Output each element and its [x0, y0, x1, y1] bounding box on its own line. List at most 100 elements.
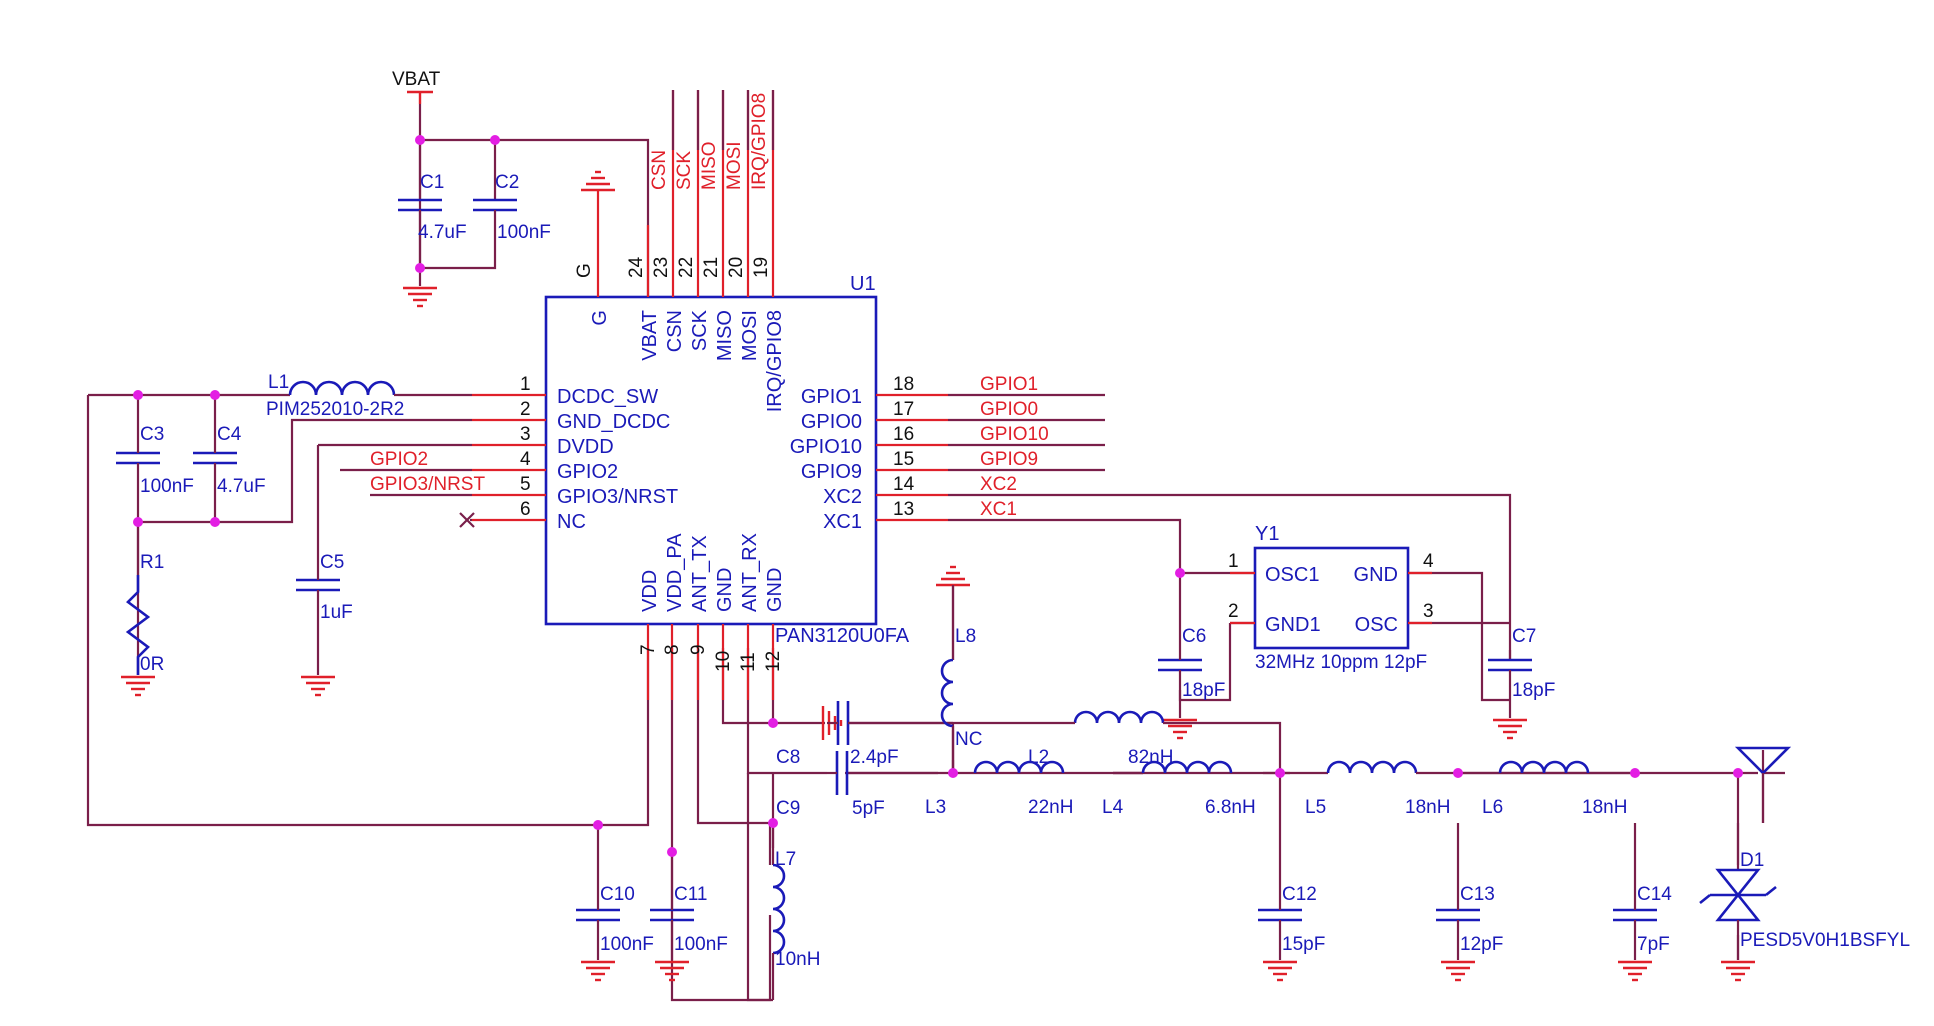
svg-text:100nF: 100nF: [497, 222, 551, 243]
svg-text:GPIO9: GPIO9: [980, 449, 1038, 470]
pin-num: 16: [893, 424, 914, 445]
pin-num: 13: [893, 499, 914, 520]
pin-num: 7: [638, 644, 659, 655]
inductor-l3: L3 22nH: [925, 760, 1073, 818]
ground-symbol: [119, 675, 157, 697]
svg-text:C13: C13: [1460, 884, 1495, 905]
svg-text:18pF: 18pF: [1512, 680, 1555, 701]
inductor-l8: L8 NC: [940, 585, 982, 773]
y1-ref: Y1: [1255, 523, 1279, 545]
pin-num: 15: [893, 449, 914, 470]
capacitor-c12: C12 15pF: [1256, 884, 1325, 955]
u1-part: PAN3120U0FA: [775, 625, 910, 647]
svg-text:XC1: XC1: [980, 499, 1017, 520]
pin-name: GPIO1: [801, 386, 862, 408]
pin-name: VDD_PA: [664, 533, 686, 612]
pin-name: MOSI: [739, 310, 761, 361]
pin-num: 6: [520, 499, 531, 520]
net-label: MISO: [699, 141, 720, 190]
svg-text:C12: C12: [1282, 884, 1317, 905]
svg-text:C10: C10: [600, 884, 635, 905]
net-label: SCK: [674, 151, 695, 190]
pin-name: GND: [764, 568, 786, 612]
capacitor-c7: C7 18pF: [1486, 626, 1555, 701]
pin-num: 23: [651, 257, 672, 278]
ground-symbol: [1719, 960, 1757, 982]
pin-name: DVDD: [557, 436, 614, 458]
svg-text:2.4pF: 2.4pF: [850, 747, 899, 768]
pin-num: 5: [520, 474, 531, 495]
ground-symbol: [579, 170, 617, 192]
pin-num: 12: [763, 651, 784, 672]
svg-text:C14: C14: [1637, 884, 1672, 905]
svg-text:L1: L1: [268, 372, 289, 393]
ground-symbol: [1261, 960, 1299, 982]
capacitor-c11: C11 100nF: [648, 884, 728, 955]
svg-text:C3: C3: [140, 424, 164, 445]
junction-dots: [133, 135, 1743, 857]
capacitor-c2: C2 100nF: [471, 172, 551, 243]
svg-text:R1: R1: [140, 552, 164, 573]
pin-num: 18: [893, 374, 914, 395]
svg-text:6.8nH: 6.8nH: [1205, 797, 1256, 818]
svg-text:L8: L8: [955, 626, 976, 647]
net-label: IRQ/GPIO8: [749, 93, 770, 190]
pin-num: 2: [520, 399, 531, 420]
svg-text:D1: D1: [1740, 850, 1764, 871]
pin-num: 19: [751, 257, 772, 278]
svg-text:100nF: 100nF: [140, 476, 194, 497]
svg-text:18pF: 18pF: [1182, 680, 1225, 701]
pin-name: GPIO2: [557, 461, 618, 483]
vbat-label: VBAT: [392, 69, 441, 90]
ground-symbol: [1439, 960, 1477, 982]
svg-text:L4: L4: [1102, 797, 1124, 818]
svg-text:C2: C2: [495, 172, 519, 193]
pin-num: 1: [520, 374, 531, 395]
vbat-symbol: VBAT: [392, 69, 441, 104]
pin-name: MISO: [714, 310, 736, 361]
svg-text:L3: L3: [925, 797, 946, 818]
inductor-l6: L6 18nH: [1482, 760, 1627, 818]
svg-text:7pF: 7pF: [1637, 934, 1670, 955]
svg-text:L7: L7: [775, 849, 796, 870]
svg-text:L5: L5: [1305, 797, 1326, 818]
pin-num: 20: [726, 257, 747, 278]
pin-name: SCK: [689, 309, 711, 351]
ground-symbol: [1491, 718, 1529, 740]
crystal-y1: Y1 32MHz 10ppm 12pF 1 2 4 3 OSC1 GND1 GN…: [1228, 523, 1434, 673]
u1-ref: U1: [850, 273, 876, 295]
inductor-l5: L5 18nH: [1305, 760, 1545, 818]
svg-text:PESD5V0H1BSFYL: PESD5V0H1BSFYL: [1740, 930, 1910, 951]
svg-text:4.7uF: 4.7uF: [217, 476, 266, 497]
svg-text:3: 3: [1423, 601, 1434, 622]
pin-name: GND: [714, 568, 736, 612]
svg-text:OSC1: OSC1: [1265, 564, 1319, 586]
svg-text:100nF: 100nF: [600, 934, 654, 955]
pin-num: 17: [893, 399, 914, 420]
svg-text:L6: L6: [1482, 797, 1503, 818]
svg-text:C4: C4: [217, 424, 242, 445]
pin-name: NC: [557, 511, 586, 533]
svg-text:GPIO10: GPIO10: [980, 424, 1049, 445]
svg-text:PIM252010-2R2: PIM252010-2R2: [266, 399, 404, 420]
ground-symbol: [401, 286, 439, 308]
u1-bottom-pins: 7 8 9 10 11 12 VDD VDD_PA ANT_TX GND ANT…: [638, 533, 786, 700]
pin-num: 10: [713, 651, 734, 672]
capacitor-c1: C1 4.7uF: [396, 172, 467, 243]
pin-name: XC2: [823, 486, 862, 508]
ground-symbol: [1616, 960, 1654, 982]
pin-name: ANT_RX: [739, 533, 761, 612]
pin-num: 4: [520, 449, 531, 470]
capacitor-c4: C4 4.7uF: [191, 424, 266, 497]
nc-cross-icon: [459, 512, 475, 528]
svg-text:22nH: 22nH: [1028, 797, 1073, 818]
svg-text:GPIO3/NRST: GPIO3/NRST: [370, 474, 485, 495]
pin-num: 21: [701, 257, 722, 278]
pin-name: VDD: [639, 570, 661, 612]
svg-text:82nH: 82nH: [1128, 747, 1173, 768]
svg-text:C6: C6: [1182, 626, 1206, 647]
inductor-l4: L4 6.8nH: [1102, 760, 1256, 818]
svg-text:GPIO0: GPIO0: [980, 399, 1038, 420]
svg-text:XC2: XC2: [980, 474, 1017, 495]
